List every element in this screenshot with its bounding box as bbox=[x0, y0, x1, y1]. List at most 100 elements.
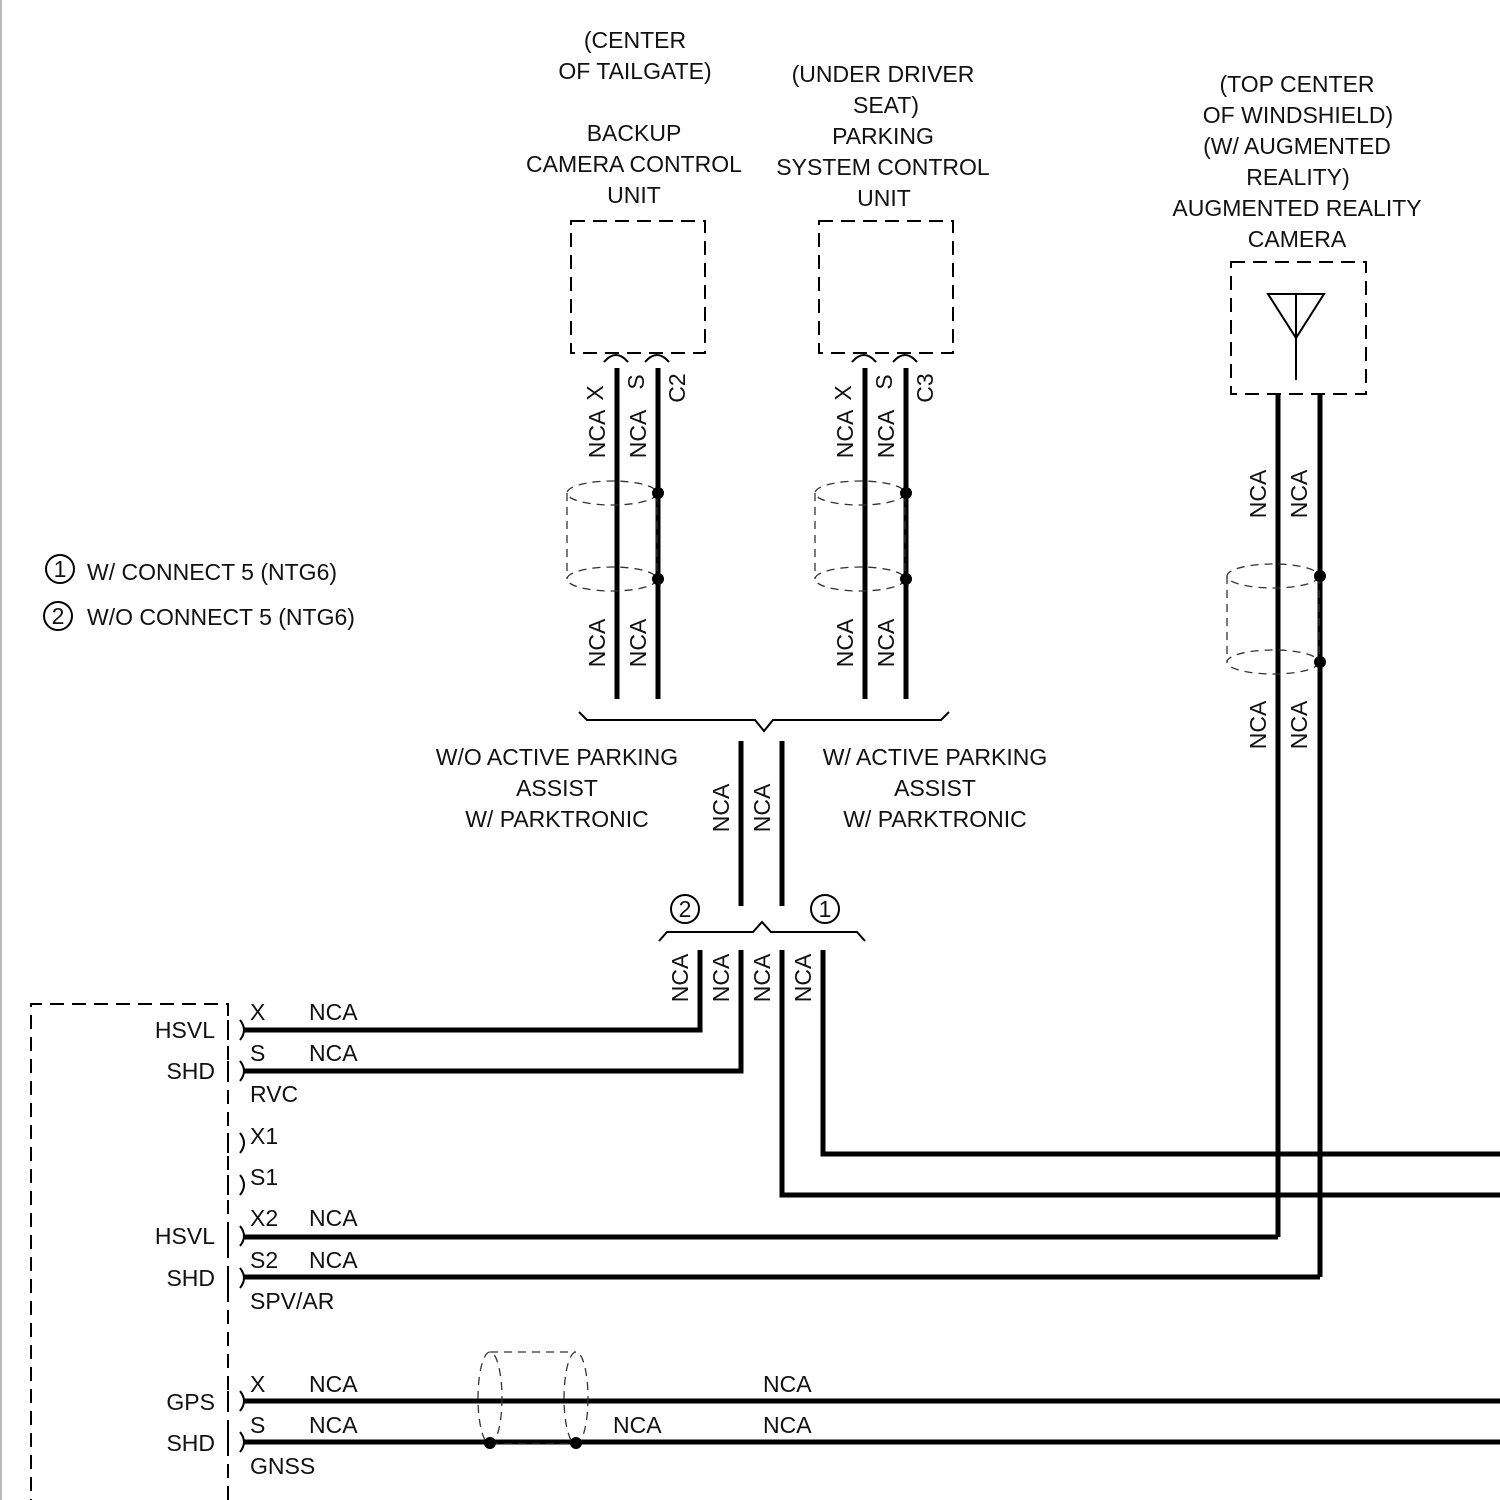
backup-camera-pin-x: X bbox=[582, 385, 608, 400]
spv-pin-x2: X2 bbox=[250, 1205, 278, 1231]
ar-camera-name-line-2: CAMERA bbox=[1248, 226, 1347, 252]
ar-camera-shield-dot-bottom bbox=[1314, 656, 1326, 668]
parking-unit-name-line-1: PARKING bbox=[832, 123, 934, 149]
option-marker-1: 1 bbox=[819, 896, 832, 922]
option-without-active-line-2: ASSIST bbox=[516, 775, 598, 801]
lower-wire-3-code: NCA bbox=[749, 953, 775, 1002]
backup-camera-pin-s-connector bbox=[645, 355, 669, 362]
parking-unit-shield-top bbox=[815, 481, 905, 505]
backup-camera-shield-dot-bottom bbox=[652, 573, 664, 585]
ar-camera-box bbox=[1231, 262, 1366, 394]
gnss-signal-label: GPS bbox=[166, 1389, 215, 1415]
backup-camera-name-line-1: BACKUP bbox=[587, 120, 682, 146]
backup-camera-pin-s: S bbox=[623, 374, 649, 389]
backup-camera-location-line-1: (CENTER bbox=[584, 27, 686, 53]
option-marker-2: 2 bbox=[679, 896, 692, 922]
backup-camera-wire-s-code-lower: NCA bbox=[625, 618, 651, 667]
parking-unit-box bbox=[819, 221, 953, 353]
rvc-group-label: RVC bbox=[250, 1081, 298, 1107]
gnss-wire-x-code: NCA bbox=[309, 1371, 358, 1397]
option-with-active-line-1: W/ ACTIVE PARKING bbox=[823, 744, 1048, 770]
option-brace-upper-line bbox=[579, 712, 949, 731]
parking-unit-wire-s-code-upper: NCA bbox=[873, 409, 899, 458]
antenna-icon bbox=[1268, 294, 1324, 380]
backup-camera-wire-x-code-lower: NCA bbox=[584, 618, 610, 667]
parking-unit-pin-s-connector bbox=[893, 355, 917, 362]
ar-camera-shield-bottom bbox=[1227, 650, 1319, 674]
spv-pin-s2: S2 bbox=[250, 1247, 278, 1273]
backup-camera-wire-x-code-upper: NCA bbox=[584, 409, 610, 458]
rvc-pin-x: X bbox=[250, 999, 265, 1025]
option-with-active-line-3: W/ PARKTRONIC bbox=[843, 806, 1027, 832]
rvc-wire-x-code: NCA bbox=[309, 999, 358, 1025]
parking-unit-connector: C3 bbox=[912, 373, 938, 402]
option-brace-upper: W/O ACTIVE PARKING ASSIST W/ PARKTRONIC … bbox=[436, 712, 1047, 906]
spv-signal-label: HSVL bbox=[155, 1223, 215, 1249]
backup-camera-shield-top bbox=[567, 481, 657, 505]
option-wire-left-code: NCA bbox=[708, 783, 734, 832]
rvc-wire-s-code: NCA bbox=[309, 1040, 358, 1066]
parking-unit-pin-x-connector bbox=[852, 355, 876, 362]
ar-camera-name-line-1: AUGMENTED REALITY bbox=[1172, 195, 1421, 221]
parking-unit-shield-dot-top bbox=[900, 487, 912, 499]
backup-camera-shield-dot-top bbox=[652, 487, 664, 499]
ar-camera-location-line-3: (W/ AUGMENTED bbox=[1203, 133, 1391, 159]
rvc-shield-label: SHD bbox=[166, 1058, 215, 1084]
backup-camera-wire-s-code-upper: NCA bbox=[625, 409, 651, 458]
backup-camera-connector: C2 bbox=[664, 373, 690, 402]
ar-camera-wire-s-code-lower: NCA bbox=[1286, 700, 1312, 749]
lower-wire-1-code: NCA bbox=[667, 953, 693, 1002]
parking-unit-wire-x-code-lower: NCA bbox=[832, 618, 858, 667]
legend: 1 W/ CONNECT 5 (NTG6) 2 W/O CONNECT 5 (N… bbox=[44, 555, 355, 630]
parking-unit-shield-bottom bbox=[815, 567, 905, 591]
legend-text-2: W/O CONNECT 5 (NTG6) bbox=[87, 604, 355, 630]
s1-pin: S1 bbox=[250, 1164, 278, 1190]
backup-camera-control-unit: (CENTER OF TAILGATE) BACKUP CAMERA CONTR… bbox=[526, 27, 742, 699]
ar-camera-location-line-1: (TOP CENTER bbox=[1219, 71, 1374, 97]
gnss-wire-s-mid-code: NCA bbox=[613, 1412, 662, 1438]
gnss-shield-label: SHD bbox=[166, 1430, 215, 1456]
s1-wire bbox=[782, 950, 1500, 1195]
gnss-pin-s: S bbox=[250, 1412, 265, 1438]
option-brace-lower: 2 1 NCA NCA NCA NCA bbox=[659, 895, 865, 1002]
x1-wire bbox=[823, 950, 1500, 1154]
rvc-pin-s: S bbox=[250, 1040, 265, 1066]
parking-unit-pin-x: X bbox=[830, 385, 856, 400]
ar-camera-shield-dot-top bbox=[1314, 570, 1326, 582]
backup-camera-name-line-2: CAMERA CONTROL bbox=[526, 151, 742, 177]
pin-connector-markers bbox=[228, 1020, 244, 1452]
lower-wire-4-code: NCA bbox=[790, 953, 816, 1002]
option-without-active-line-3: W/ PARKTRONIC bbox=[465, 806, 649, 832]
parking-unit-wire-x-code-upper: NCA bbox=[832, 409, 858, 458]
gnss-group-label: GNSS bbox=[250, 1453, 315, 1479]
ar-camera-wire-x-code-lower: NCA bbox=[1245, 700, 1271, 749]
backup-camera-name-line-3: UNIT bbox=[607, 182, 661, 208]
spv-wire-s2-code: NCA bbox=[309, 1247, 358, 1273]
backup-camera-pin-x-connector bbox=[604, 355, 628, 362]
legend-text-1: W/ CONNECT 5 (NTG6) bbox=[87, 559, 337, 585]
legend-marker-2: 2 bbox=[52, 603, 65, 629]
backup-camera-location-line-2: OF TAILGATE) bbox=[558, 58, 711, 84]
ar-camera-location-line-2: OF WINDSHIELD) bbox=[1203, 102, 1393, 128]
spv-wire-x2-code: NCA bbox=[309, 1205, 358, 1231]
parking-unit-location-line-2: SEAT) bbox=[853, 92, 919, 118]
spv-group-label: SPV/AR bbox=[250, 1288, 334, 1314]
ar-camera-wire-s-code-upper: NCA bbox=[1286, 469, 1312, 518]
gnss-wire-x-far-code: NCA bbox=[763, 1371, 812, 1397]
spv-shield-label: SHD bbox=[166, 1265, 215, 1291]
gnss-pin-x: X bbox=[250, 1371, 265, 1397]
gnss-wire-s-far-code: NCA bbox=[763, 1412, 812, 1438]
parking-unit-pin-s: S bbox=[871, 374, 897, 389]
parking-system-control-unit: (UNDER DRIVER SEAT) PARKING SYSTEM CONTR… bbox=[776, 61, 990, 699]
option-brace-lower-line bbox=[659, 922, 865, 941]
option-without-active-line-1: W/O ACTIVE PARKING bbox=[436, 744, 678, 770]
option-with-active-line-2: ASSIST bbox=[894, 775, 976, 801]
legend-marker-1: 1 bbox=[54, 556, 67, 582]
augmented-reality-camera: (TOP CENTER OF WINDSHIELD) (W/ AUGMENTED… bbox=[1172, 71, 1421, 1277]
parking-unit-wire-s-code-lower: NCA bbox=[873, 618, 899, 667]
ar-camera-shield-top bbox=[1227, 564, 1319, 588]
parking-unit-location-line-1: (UNDER DRIVER bbox=[792, 61, 975, 87]
ar-camera-location-line-4: REALITY) bbox=[1246, 164, 1350, 190]
parking-unit-name-line-2: SYSTEM CONTROL bbox=[776, 154, 990, 180]
